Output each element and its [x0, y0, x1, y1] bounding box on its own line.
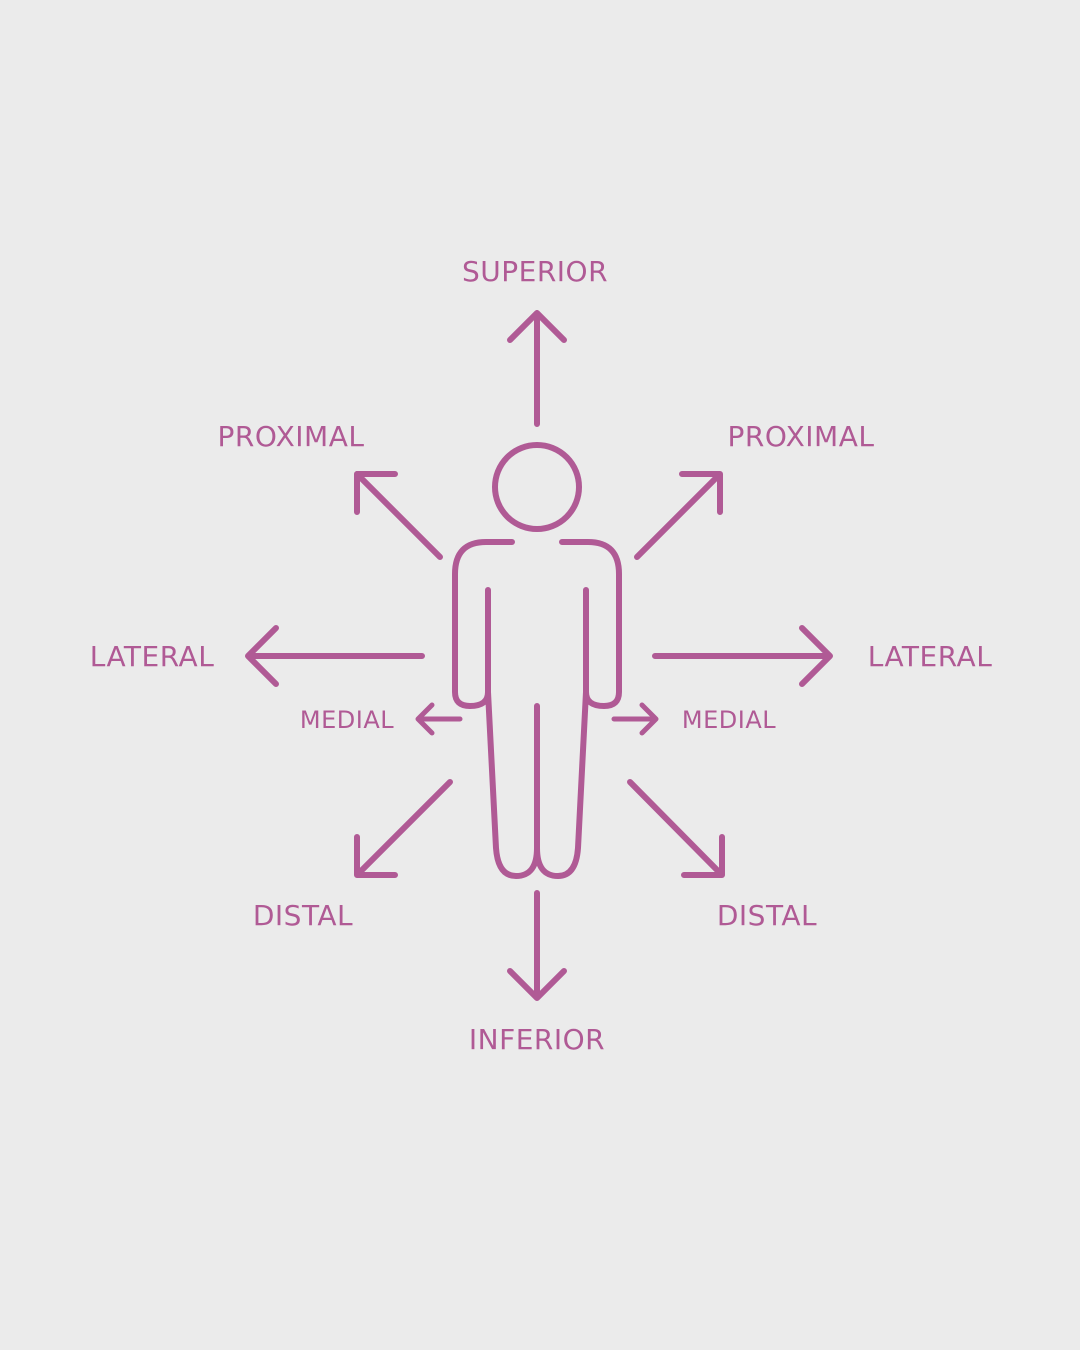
proximal-right-arrow: [634, 471, 723, 560]
superior-arrow: [507, 310, 567, 427]
label-proximal-right: PROXIMAL: [728, 420, 875, 453]
medial-left-arrow: [415, 702, 463, 736]
label-proximal-left: PROXIMAL: [218, 420, 365, 453]
medial-right-arrow: [611, 702, 659, 736]
label-medial-right: MEDIAL: [682, 706, 776, 734]
label-distal-left: DISTAL: [253, 899, 353, 932]
label-inferior: INFERIOR: [469, 1023, 605, 1056]
inferior-arrow: [507, 890, 567, 1001]
label-lateral-left: LATERAL: [90, 640, 215, 673]
lateral-left-arrow: [245, 625, 425, 687]
label-superior: SUPERIOR: [462, 255, 608, 288]
figure-head: [492, 442, 582, 532]
distal-left-arrow: [354, 779, 453, 878]
human-figure-icon: [452, 442, 622, 879]
label-lateral-right: LATERAL: [868, 640, 993, 673]
proximal-left-arrow: [354, 471, 443, 560]
figure-body-outline: [452, 539, 622, 879]
distal-right-arrow: [627, 779, 725, 878]
label-medial-left: MEDIAL: [300, 706, 394, 734]
lateral-right-arrow: [652, 625, 833, 687]
label-distal-right: DISTAL: [717, 899, 817, 932]
